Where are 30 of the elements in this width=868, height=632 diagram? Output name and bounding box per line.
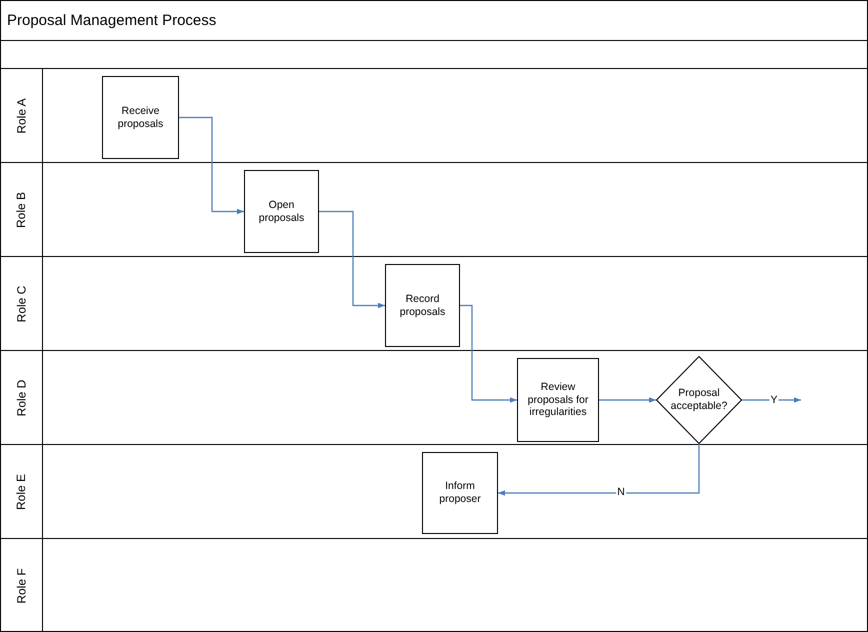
lane-label: Role B [14, 191, 28, 228]
diagram-title: Proposal Management Process [7, 12, 216, 29]
process-label: Review proposals for irregularities [526, 381, 590, 419]
swimlane [1, 351, 867, 445]
connector-arrow [742, 397, 801, 403]
connector-arrow [599, 397, 656, 403]
process-box [102, 76, 179, 159]
lane-label: Role D [14, 379, 28, 416]
decision-label: Proposal acceptable? [670, 387, 728, 413]
process-box [244, 170, 319, 253]
swimlane [1, 163, 867, 257]
connector-arrow [460, 304, 517, 403]
lane-label: Role A [14, 98, 28, 134]
swimlane [1, 257, 867, 351]
process-box [517, 358, 599, 442]
process-label: Record proposals [398, 292, 446, 318]
process-box [422, 452, 498, 534]
swimlane [1, 69, 867, 163]
decision-diamond [656, 356, 742, 444]
lane-label: Role E [14, 473, 28, 510]
lane-label: Role C [14, 285, 28, 322]
process-label: Receive proposals [116, 104, 164, 130]
process-box [385, 264, 460, 347]
connector-arrow [498, 444, 700, 496]
process-label: Open proposals [258, 198, 306, 224]
connector-arrow [319, 210, 385, 308]
process-label: Inform proposer [438, 480, 482, 506]
lane-label: Role F [14, 568, 28, 604]
connector-arrow [179, 116, 244, 214]
swimlane [1, 445, 867, 539]
